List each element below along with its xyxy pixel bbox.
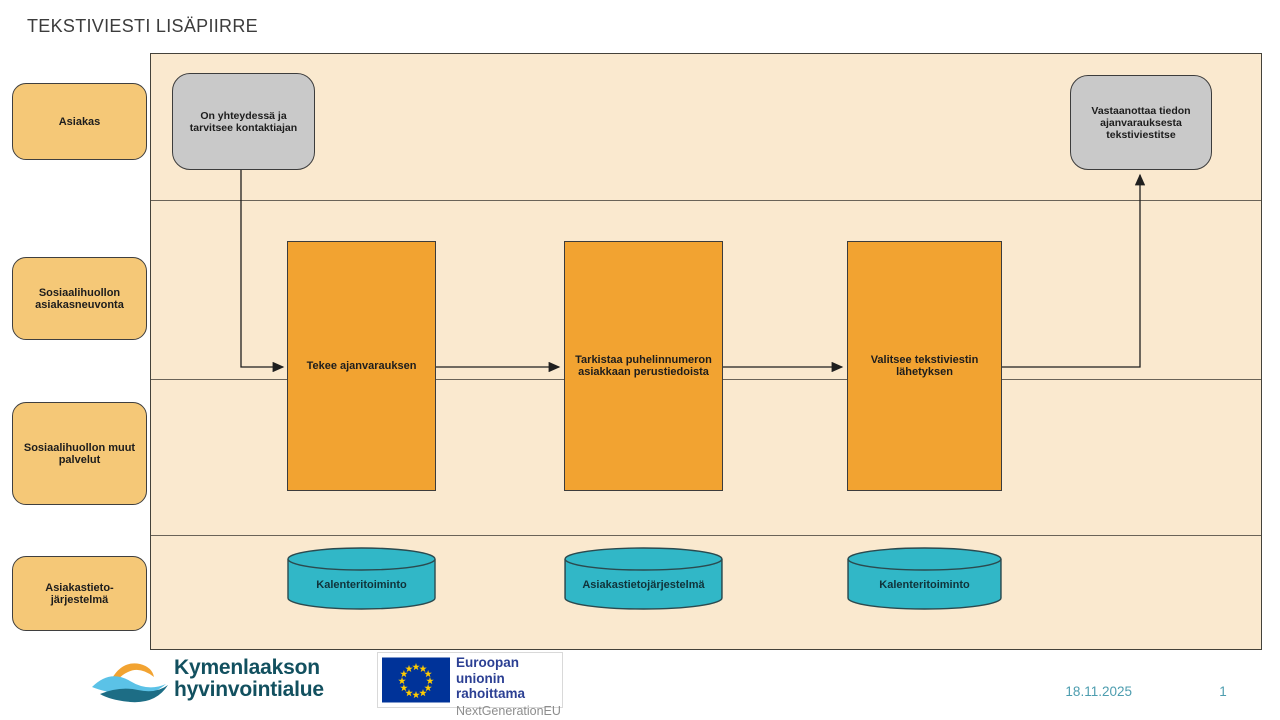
task-tarkistaa-puhelinnumeron: Tarkistaa puhelinnumeron asiakkaan perus… [564,241,723,491]
start-event-node: On yhteydessä ja tarvitsee kontaktiajan [172,73,315,170]
footer-date: 18.11.2025 [1065,684,1132,699]
datastore-asiakastietojarjestelma: Asiakastietojärjestelmä [564,547,723,611]
lane-label-asiakastietojarjestelma: Asiakastieto-järjestelmä [12,556,147,631]
page-number: 1 [1219,684,1227,699]
eu-funding-text: Euroopan unionin rahoittama NextGenerati… [456,655,562,718]
org-name: Kymenlaakson hyvinvointialue [174,657,324,700]
org-name-line2: hyvinvointialue [174,677,324,701]
eu-funding-line2: rahoittama [456,686,526,701]
datastore-label: Asiakastietojärjestelmä [582,579,705,591]
task-tekee-ajanvarauksen: Tekee ajanvarauksen [287,241,436,491]
kymenlaakso-logo-icon [92,663,168,703]
cylinder-shape [847,547,1002,610]
task-valitsee-tekstiviestin: Valitsee tekstiviestin lähetyksen [847,241,1002,491]
cylinder-shape [287,547,436,610]
page-title: TEKSTIVIESTI LISÄPIIRRE [27,16,258,36]
lane-divider-1 [151,200,1261,201]
eu-funding-logo: Euroopan unionin rahoittama NextGenerati… [377,652,563,718]
org-name-line1: Kymenlaakson [174,656,320,679]
end-event-node: Vastaanottaa tiedon ajanvarauksesta teks… [1070,75,1212,170]
datastore-label: Kalenteritoiminto [316,579,407,591]
datastore-label: Kalenteritoiminto [879,579,970,591]
lane-divider-3 [151,535,1261,536]
lane-label-muut-palvelut: Sosiaalihuollon muut palvelut [12,402,147,505]
cylinder-shape [564,547,723,610]
datastore-kalenteritoiminto-1: Kalenteritoiminto [287,547,436,611]
lane-label-asiakasneuvonta: Sosiaalihuollon asiakasneuvonta [12,257,147,340]
eu-program-name: NextGenerationEU [456,703,561,718]
datastore-kalenteritoiminto-2: Kalenteritoiminto [847,547,1002,611]
eu-flag-icon [382,657,450,703]
eu-funding-line1: Euroopan unionin [456,655,519,686]
lane-label-asiakas: Asiakas [12,83,147,160]
